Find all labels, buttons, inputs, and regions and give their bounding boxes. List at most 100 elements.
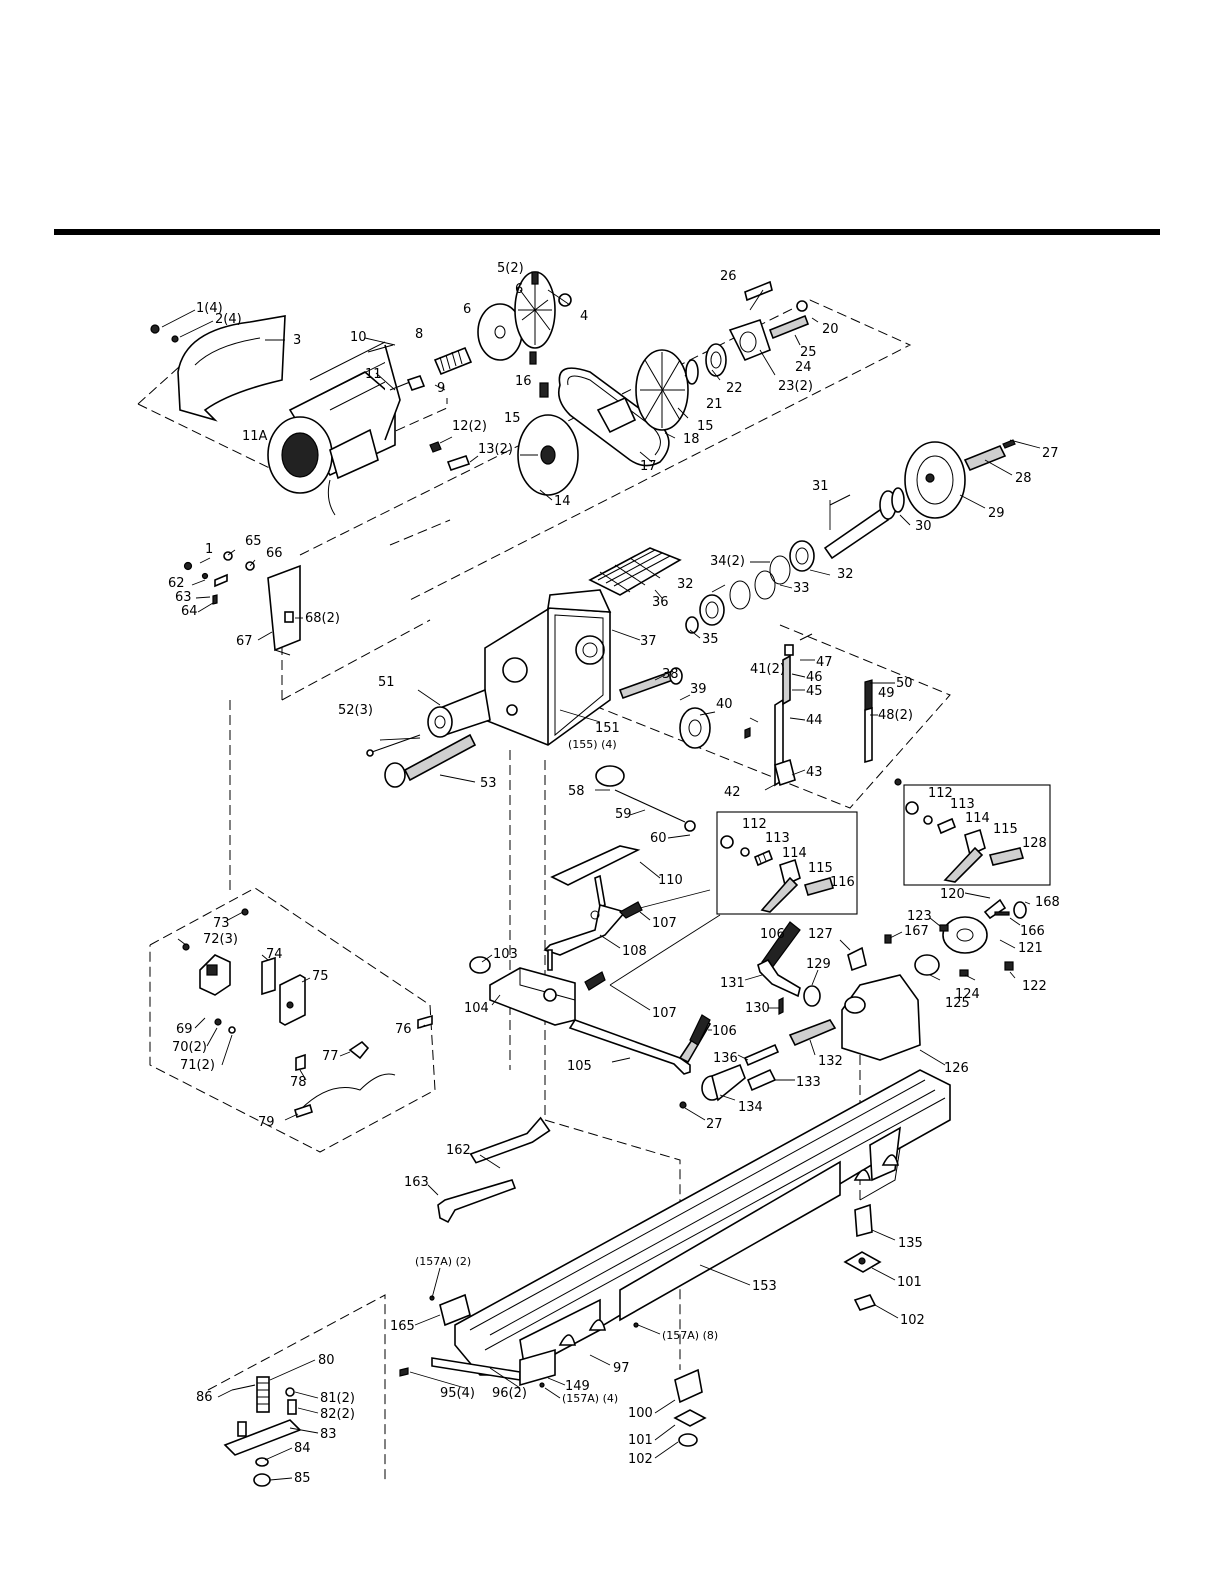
part-label: 97 <box>613 1361 630 1376</box>
part-label: 130 <box>745 1001 770 1016</box>
part-label: 71(2) <box>180 1058 215 1073</box>
part-label: (157A) (4) <box>562 1392 618 1405</box>
part-label: 20 <box>822 322 839 337</box>
part-label: 16 <box>515 374 532 389</box>
part-label: 63 <box>175 590 192 605</box>
part-label: 107 <box>652 916 677 931</box>
part-label: 35 <box>702 632 719 647</box>
part-label: 149 <box>565 1379 590 1394</box>
part-label: (157A) (2) <box>415 1255 471 1268</box>
part-label: 42 <box>724 785 741 800</box>
part-label: 15 <box>504 411 521 426</box>
part-label: 85 <box>294 1471 311 1486</box>
part-label: 10 <box>350 330 367 345</box>
part-label: 127 <box>808 927 833 942</box>
part-label: 136 <box>713 1051 738 1066</box>
part-label: 113 <box>765 831 790 846</box>
part-label: 4 <box>580 309 588 324</box>
knockout-part-53 <box>384 733 477 788</box>
part-label: 36 <box>652 595 669 610</box>
part-label: 52(3) <box>338 703 373 718</box>
spindle-part-30 <box>823 487 905 560</box>
motor-part-11 <box>267 341 421 516</box>
part-label: 74 <box>266 947 283 962</box>
part-label: 107 <box>652 1006 677 1021</box>
lever-part-105 <box>568 1014 712 1075</box>
bench-tools <box>437 1116 551 1224</box>
part-label: 51 <box>378 675 395 690</box>
part-label: 151 <box>595 721 620 736</box>
part-label: 43 <box>806 765 823 780</box>
part-label: 126 <box>944 1061 969 1076</box>
part-label: 32 <box>677 577 694 592</box>
part-label: 120 <box>940 887 965 902</box>
part-label: 115 <box>993 822 1018 837</box>
part-label: 101 <box>628 1433 653 1448</box>
part-label: 41(2) <box>750 662 785 677</box>
part-label: 73 <box>213 916 230 931</box>
guard-part-3 <box>177 315 286 422</box>
part-label: 29 <box>988 506 1005 521</box>
part-label: 14 <box>554 494 571 509</box>
part-label: 11A <box>242 429 268 444</box>
part-label: (155) (4) <box>568 738 617 751</box>
part-label: 125 <box>945 996 970 1011</box>
part-labels: 1(4) 2(4) 3 4 5(2) 6 6 8 9 10 11 11A 12(… <box>168 261 1060 1486</box>
part-label: 128 <box>1022 836 1047 851</box>
part-label: 21 <box>706 397 723 412</box>
part-label: 6 <box>515 282 523 297</box>
part-label: 69 <box>176 1022 193 1037</box>
part-label: 106 <box>712 1024 737 1039</box>
pulleys-part-6 <box>477 271 572 365</box>
part-label: 6 <box>463 302 471 317</box>
part-label: 114 <box>782 846 807 861</box>
part-label: 79 <box>258 1115 275 1130</box>
part-label: 116 <box>830 875 855 890</box>
part-label: 30 <box>915 519 932 534</box>
part-label: 84 <box>294 1441 311 1456</box>
part-label: 72(3) <box>203 932 238 947</box>
part-label: 163 <box>404 1175 429 1190</box>
pulley-part-15 <box>517 349 689 496</box>
tool-rest-base-part-108 <box>543 901 643 971</box>
part-label: 50 <box>896 676 913 691</box>
part-label: 13(2) <box>478 442 513 457</box>
part-label: 115 <box>808 861 833 876</box>
leveling-parts-right <box>673 1203 882 1447</box>
bearings-21-22-24 <box>685 280 810 385</box>
part-label: 59 <box>615 807 632 822</box>
part-label: 67 <box>236 634 253 649</box>
switch-parts <box>182 908 433 1119</box>
part-label: 110 <box>658 873 683 888</box>
handwheel-part-29 <box>904 439 1016 519</box>
part-label: 58 <box>568 784 585 799</box>
part-label: 9 <box>437 381 445 396</box>
part-label: 124 <box>955 987 980 1002</box>
part-label: 103 <box>493 947 518 962</box>
tailstock-handwheel-121 <box>847 898 1027 977</box>
part-label: 28 <box>1015 471 1032 486</box>
part-label: 64 <box>181 604 198 619</box>
banjo-part-104 <box>469 956 606 1026</box>
part-label: 17 <box>640 459 657 474</box>
part-label: 108 <box>622 944 647 959</box>
part-label: 26 <box>720 269 737 284</box>
part-label: 5(2) <box>497 261 524 276</box>
part-label: 25 <box>800 345 817 360</box>
small-hardware-top <box>150 324 471 472</box>
part-label: 23(2) <box>778 379 813 394</box>
part-label: 106 <box>760 927 785 942</box>
part-label: 31 <box>812 479 829 494</box>
part-label: 81(2) <box>320 1391 355 1406</box>
part-label: 82(2) <box>320 1407 355 1422</box>
part-label: 80 <box>318 1353 335 1368</box>
part-label: 102 <box>628 1452 653 1467</box>
spindle-lock-parts <box>618 633 902 787</box>
part-label: 46 <box>806 670 823 685</box>
part-label: 37 <box>640 634 657 649</box>
part-label: 133 <box>796 1075 821 1090</box>
part-label: 153 <box>752 1279 777 1294</box>
part-label: 112 <box>742 817 767 832</box>
part-label: 49 <box>878 686 895 701</box>
